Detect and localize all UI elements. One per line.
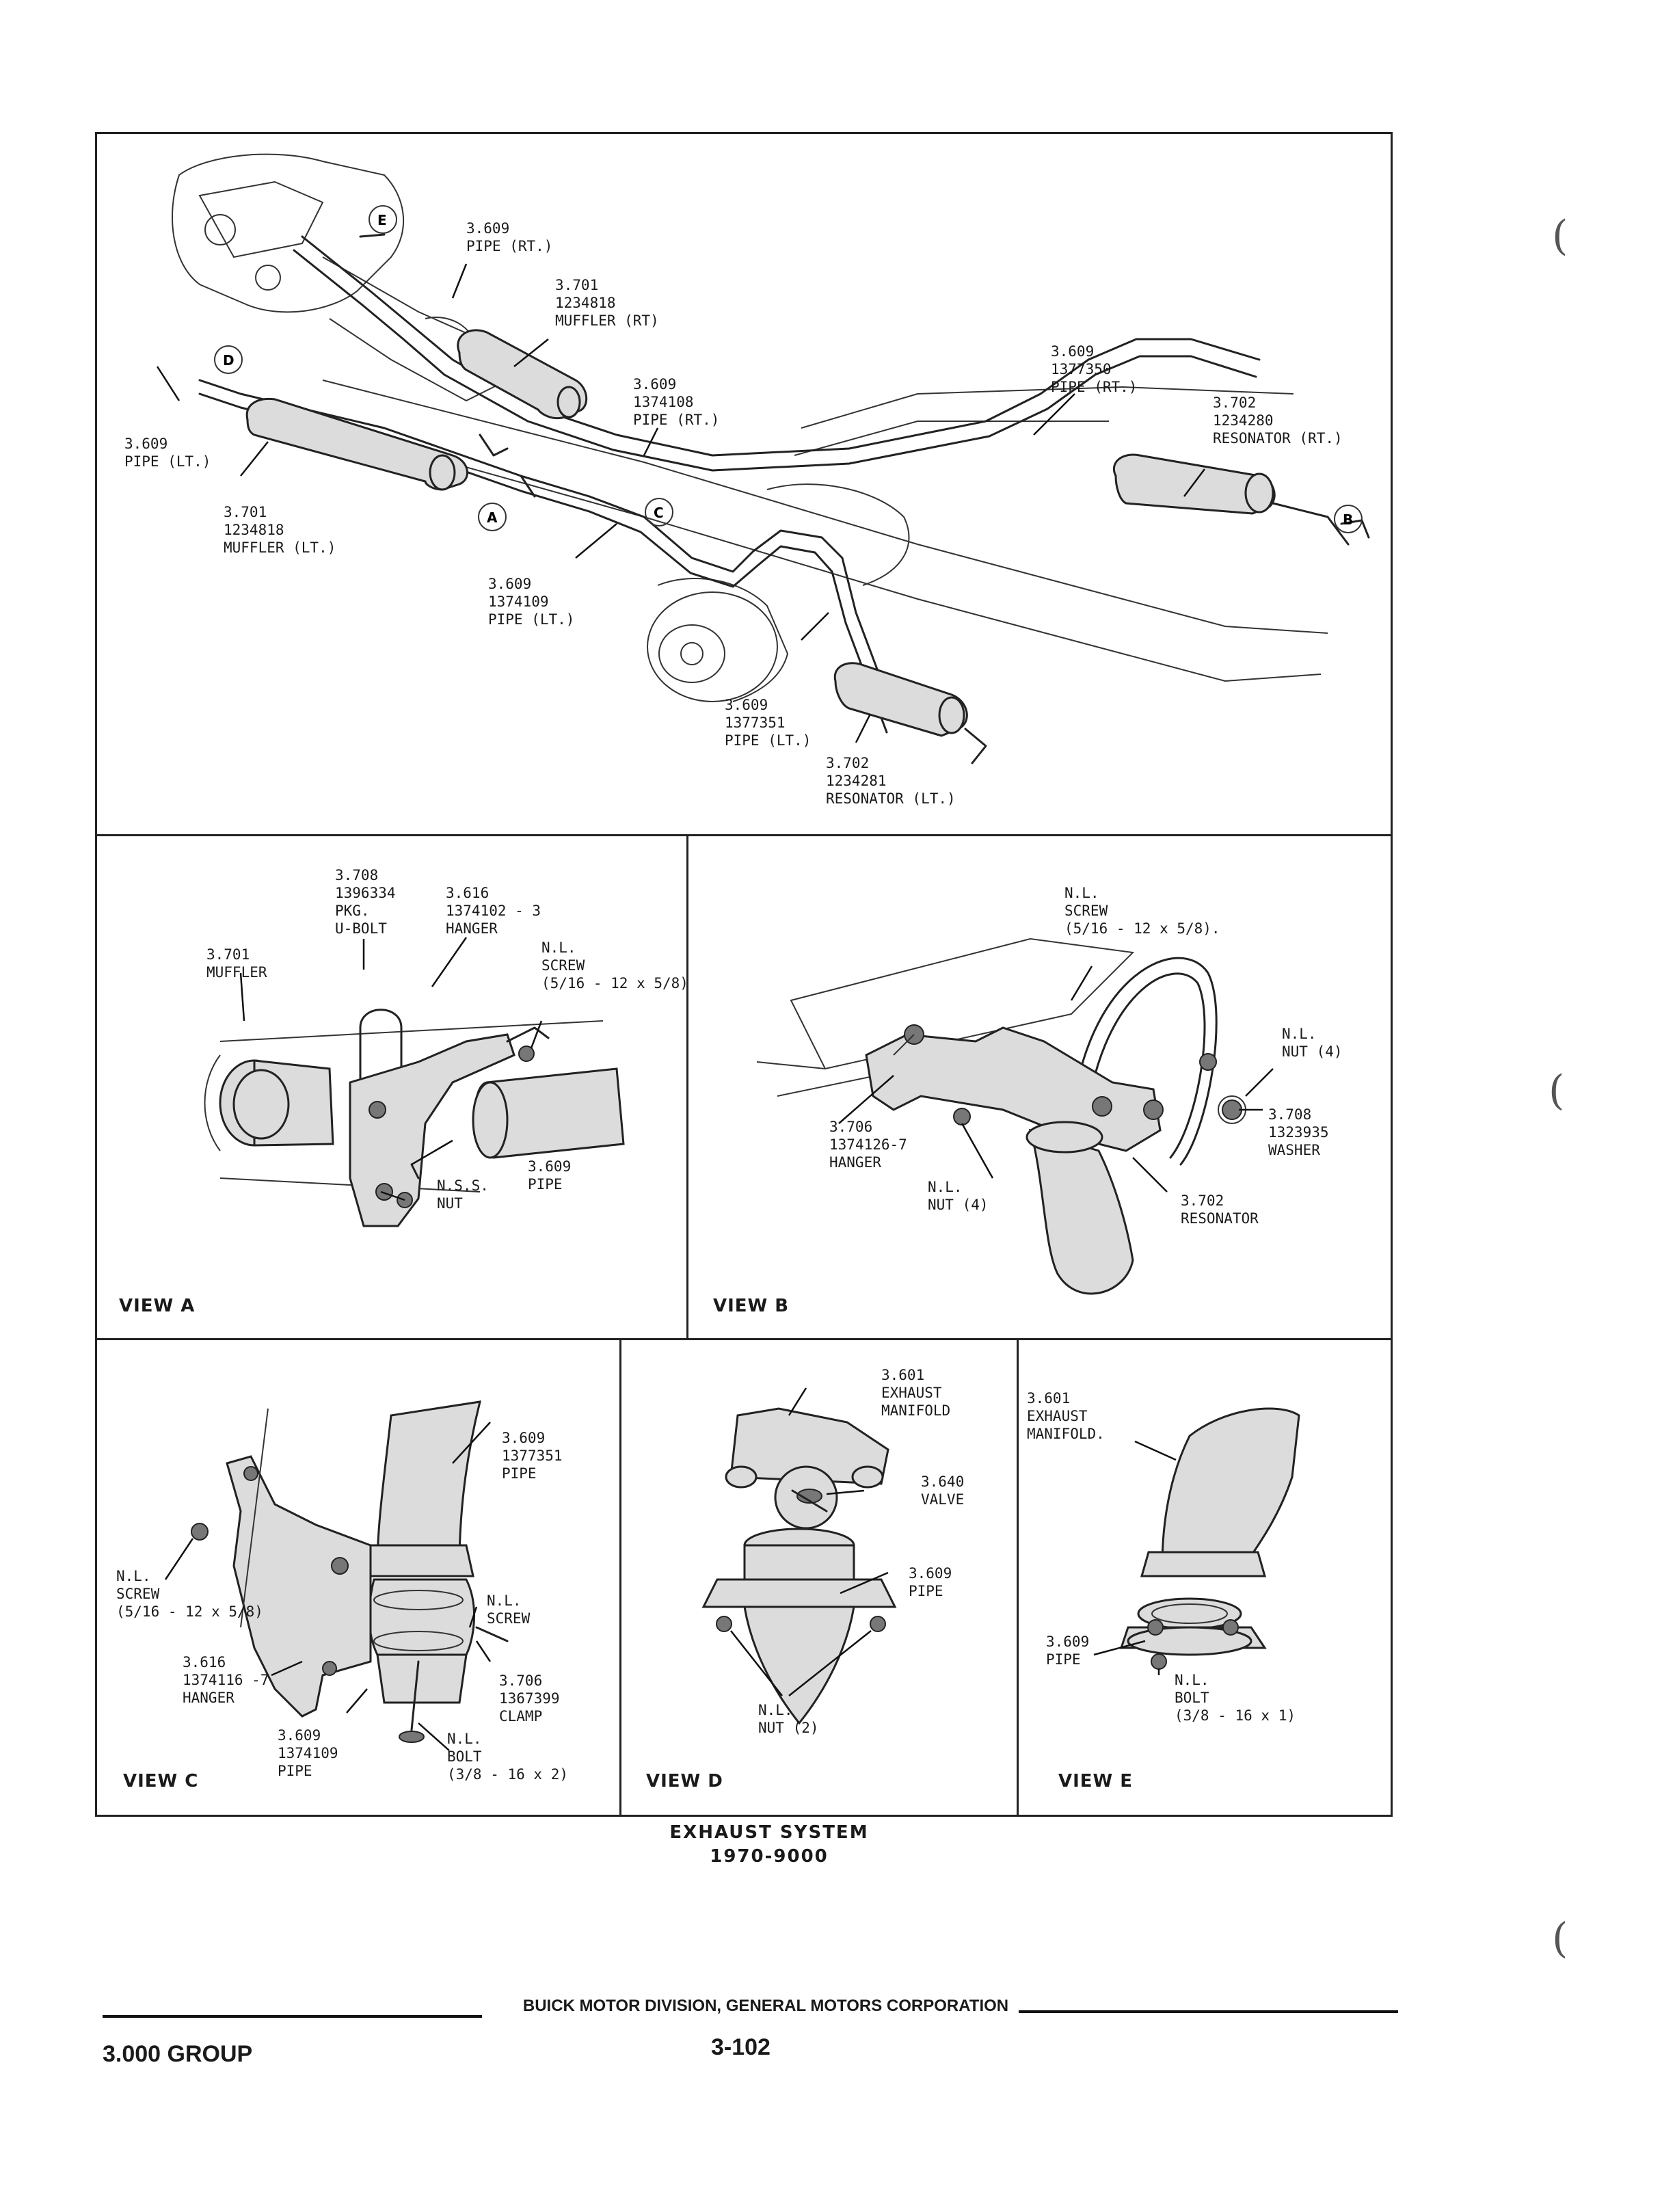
view-b-panel: N.L. SCREW (5/16 - 12 x 5/8). N.L. NUT (… (686, 834, 1393, 1340)
callout-hanger-b: 3.706 1374126-7 HANGER (829, 1119, 907, 1171)
figure-subtitle: 1970-9000 (710, 1846, 829, 1867)
callout-pipe-c-lower: 3.609 1374109 PIPE (278, 1727, 338, 1779)
view-marker-b: B (1334, 505, 1363, 533)
callout-pipe-rt-1377350: 3.609 1377350 PIPE (RT.) (1051, 343, 1138, 395)
callout-resonator-lt: 3.702 1234281 RESONATOR (LT.) (826, 755, 956, 807)
view-marker-e: E (359, 205, 397, 238)
view-b-drawing (756, 937, 1274, 1295)
callout-muffler-rt: 3.701 1234818 MUFFLER (RT) (555, 277, 659, 329)
callout-pipe-d: 3.609 PIPE (909, 1565, 952, 1599)
view-c-drawing (164, 1400, 509, 1751)
callout-nut-b-upper: N.L. NUT (4) (1282, 1026, 1343, 1060)
callout-hanger-a: 3.616 1374102 - 3 HANGER (446, 885, 541, 937)
view-d-drawing (701, 1387, 897, 1725)
main-exhaust-diagram: E D A C B 3.609 PIPE (RT.) 3.701 (95, 132, 1393, 836)
callout-u-bolt: 3.708 1396334 PKG. U-BOLT (335, 867, 396, 937)
callout-screw-a: N.L. SCREW (5/16 - 12 x 5/8) (541, 940, 688, 991)
view-marker-c: C (645, 498, 673, 527)
view-a-drawing (204, 937, 625, 1227)
figure-title: EXHAUST SYSTEM (669, 1822, 869, 1843)
callout-screw-b: N.L. SCREW (5/16 - 12 x 5/8). (1064, 885, 1220, 937)
view-a-panel: 3.708 1396334 PKG. U-BOLT 3.616 1374102 … (95, 834, 688, 1340)
footer-group: 3.000 GROUP (103, 2041, 253, 2067)
callout-washer-b: 3.708 1323935 WASHER (1268, 1106, 1329, 1158)
callout-pipe-lt-1377351: 3.609 1377351 PIPE (LT.) (725, 697, 812, 749)
callout-pipe-lt: 3.609 PIPE (LT.) (124, 436, 211, 470)
margin-mark-mid: ( (1549, 1067, 1565, 1115)
callout-manifold-e: 3.601 EXHAUST MANIFOLD. (1027, 1390, 1105, 1442)
callout-resonator-rt: 3.702 1234280 RESONATOR (RT.) (1213, 395, 1343, 447)
callout-manifold-d: 3.601 EXHAUST MANIFOLD (881, 1367, 951, 1419)
callout-pipe-lt-1374109: 3.609 1374109 PIPE (LT.) (488, 576, 575, 628)
view-e-label: VIEW E (1058, 1771, 1134, 1791)
callout-pipe-a: 3.609 PIPE (528, 1158, 572, 1192)
callout-muffler-lt: 3.701 1234818 MUFFLER (LT.) (224, 504, 336, 556)
margin-mark-bottom: ( (1552, 1915, 1568, 1962)
callout-clamp-c: 3.706 1367399 CLAMP (499, 1673, 560, 1724)
callout-screw-c-left: N.L. SCREW (5/16 - 12 x 5/8) (116, 1568, 263, 1620)
main-diagram-drawing: E D A C B (156, 153, 1370, 764)
footer-division: BUICK MOTOR DIVISION, GENERAL MOTORS COR… (522, 1997, 1009, 2015)
view-marker-d: D (214, 345, 243, 374)
callout-nut-b-lower: N.L. NUT (4) (928, 1179, 989, 1213)
callout-pipe-rt-1: 3.609 PIPE (RT.) (466, 220, 553, 254)
callout-resonator-b: 3.702 RESONATOR (1181, 1192, 1259, 1227)
footer-page-number: 3-102 (711, 2034, 770, 2060)
margin-mark-top: ( (1552, 212, 1568, 260)
svg-text:A: A (487, 509, 498, 526)
view-c-label: VIEW C (123, 1771, 199, 1791)
view-d-label: VIEW D (646, 1771, 723, 1791)
callout-pipe-rt-1374108: 3.609 1374108 PIPE (RT.) (633, 376, 720, 428)
callout-bolt-e: N.L. BOLT (3/8 - 16 x 1) (1175, 1672, 1296, 1724)
footer-rule-right (1019, 2010, 1398, 2013)
callout-screw-c-right: N.L. SCREW (487, 1593, 531, 1627)
svg-text:E: E (377, 212, 387, 228)
svg-text:D: D (223, 352, 234, 369)
svg-text:C: C (654, 505, 664, 521)
callout-muffler-a: 3.701 MUFFLER (206, 946, 267, 981)
callout-bolt-c: N.L. BOLT (3/8 - 16 x 2) (447, 1731, 569, 1783)
footer-rule-left (103, 2015, 482, 2018)
callout-pipe-c-upper: 3.609 1377351 PIPE (502, 1430, 563, 1482)
view-e-panel: 3.601 EXHAUST MANIFOLD. 3.609 PIPE N.L. … (1017, 1338, 1393, 1817)
callout-hanger-c: 3.616 1374116 -7 HANGER (183, 1654, 269, 1706)
view-c-panel: 3.609 1377351 PIPE N.L. SCREW (5/16 - 12… (95, 1338, 621, 1817)
callout-nut-d: N.L. NUT (2) (758, 1702, 819, 1736)
view-d-panel: 3.601 EXHAUST MANIFOLD 3.640 VALVE 3.609… (619, 1338, 1019, 1817)
view-marker-a: A (478, 503, 507, 531)
svg-text:B: B (1343, 511, 1353, 528)
view-a-label: VIEW A (119, 1296, 196, 1316)
view-b-label: VIEW B (713, 1296, 790, 1316)
callout-valve-d: 3.640 VALVE (921, 1474, 965, 1508)
view-e-drawing (1093, 1407, 1300, 1675)
callout-nut-a: N.S.S. NUT (437, 1177, 489, 1212)
callout-pipe-e: 3.609 PIPE (1046, 1634, 1090, 1668)
